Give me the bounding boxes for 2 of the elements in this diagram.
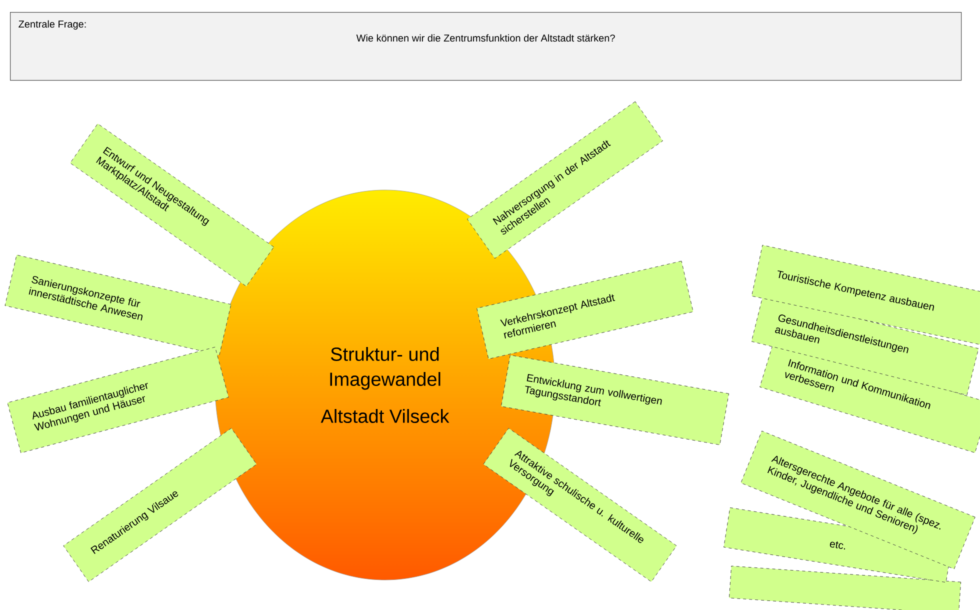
blank-card — [728, 566, 962, 610]
question-box: Zentrale Frage: Wie können wir die Zentrumsfunktion der Altstadt stärken? — [10, 12, 962, 81]
